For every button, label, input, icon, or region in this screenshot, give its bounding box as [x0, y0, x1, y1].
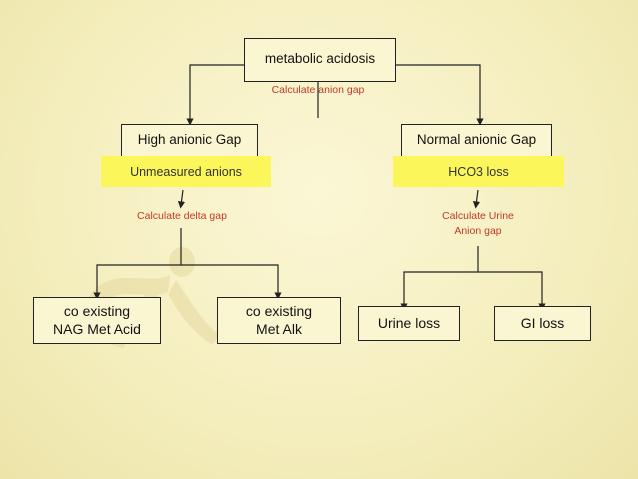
note-calculate-anion-gap: Calculate anion gap: [271, 84, 365, 96]
connector-right-split-right: [478, 271, 546, 311]
node-normal-anionic-gap: Normal anionic Gap: [401, 124, 552, 156]
connector-left-split: [93, 228, 182, 300]
connector-right-split: [400, 246, 479, 311]
connector-left-split-right: [181, 264, 282, 300]
node-co-existing-met-alk: co existing Met Alk: [217, 297, 341, 344]
band-hco3-loss: HCO3 loss: [393, 156, 564, 187]
note-calculate-urine-anion-gap: Calculate Urine Anion gap: [442, 210, 514, 238]
band-unmeasured-anions: Unmeasured anions: [101, 156, 271, 187]
node-metabolic-acidosis: metabolic acidosis: [244, 38, 396, 82]
connector-left-down: [177, 189, 186, 209]
node-co-existing-nag-met-acid: co existing NAG Met Acid: [33, 297, 161, 344]
note-calculate-delta-gap: Calculate delta gap: [137, 210, 227, 222]
node-gi-loss: GI loss: [494, 306, 591, 341]
node-urine-loss: Urine loss: [358, 306, 460, 341]
node-high-anionic-gap: High anionic Gap: [121, 124, 258, 156]
connector-right-down: [472, 189, 481, 209]
